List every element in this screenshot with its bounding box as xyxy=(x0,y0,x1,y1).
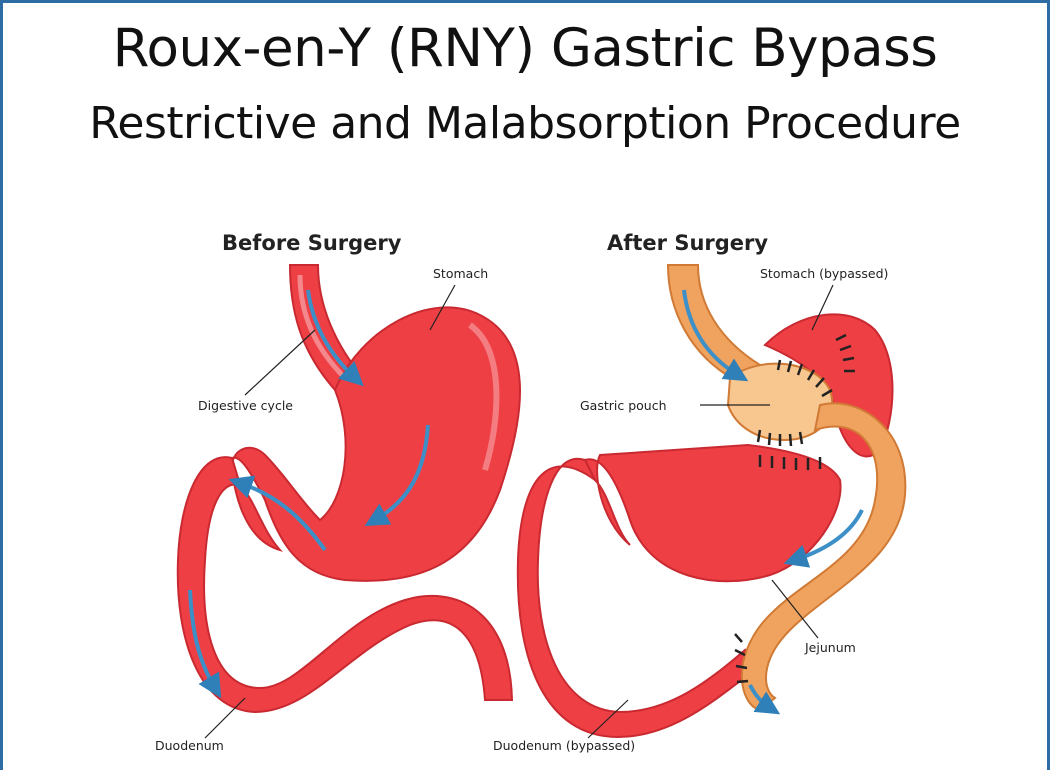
stomach-label: Stomach xyxy=(433,266,488,281)
duodenum-bypassed-label: Duodenum (bypassed) xyxy=(493,738,635,753)
digestive-cycle-leader xyxy=(245,330,315,395)
gastric-pouch-label: Gastric pouch xyxy=(580,398,667,413)
digestive-cycle-label: Digestive cycle xyxy=(198,398,293,413)
before-surgery-panel: Before Surgery Stomach Digestive cycle D… xyxy=(155,231,520,753)
after-esophagus xyxy=(668,265,760,380)
after-stomach-lower xyxy=(585,445,841,581)
after-heading: After Surgery xyxy=(607,231,768,255)
after-surgery-panel: After Surgery xyxy=(493,231,905,753)
before-heading: Before Surgery xyxy=(222,231,402,255)
stomach-bypassed-label: Stomach (bypassed) xyxy=(760,266,888,281)
before-stomach xyxy=(232,307,520,580)
jejunum-label: Jejunum xyxy=(804,640,856,655)
duodenum-label: Duodenum xyxy=(155,738,224,753)
